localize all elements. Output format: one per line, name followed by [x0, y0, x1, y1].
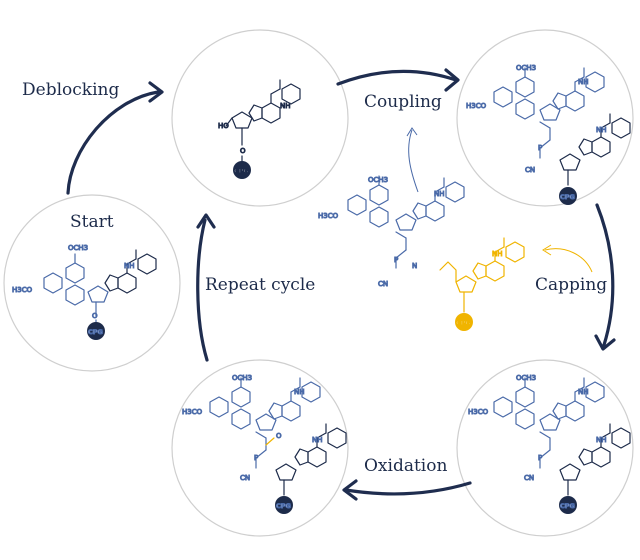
atom-och3: OCH3 [232, 374, 252, 382]
atom-p: P [538, 144, 542, 152]
molecule-coupled: OCH3 H3CO NH P CN NH CPG [466, 64, 631, 205]
deblocking-arrowhead [148, 81, 164, 103]
cpg-bead [559, 496, 577, 514]
molecule-start: OCH3 H3CO NH O CPG [12, 244, 157, 340]
molecule-capped-failure: NH CPG [439, 237, 525, 331]
atom-o: O [240, 147, 246, 155]
cpg-label: CPG [560, 502, 575, 510]
atom-nh: NH [280, 102, 291, 110]
circle-coupled [456, 29, 634, 207]
atom-nh: NH [434, 190, 445, 198]
atom-h3co: H3CO [318, 212, 339, 220]
coupling-arrowhead [444, 68, 460, 92]
molecule-deblocked: HO O NH CPG [218, 79, 301, 179]
cpg-bead [275, 496, 293, 514]
cpg-bead-capped [455, 313, 473, 331]
atom-och3: OCH3 [68, 244, 88, 252]
label-oxidation: Oxidation [364, 456, 448, 476]
amidite-arrowhead [406, 127, 418, 137]
cpg-bead [233, 161, 251, 179]
atom-p: P [394, 256, 398, 264]
atom-h3co: H3CO [468, 408, 489, 416]
cpg-label: CPG [234, 167, 249, 175]
repeat-cycle-arrow [196, 218, 209, 362]
molecule-oxidized: OCH3 H3CO NH O P CN NH CPG [182, 374, 347, 514]
capping-reagent-arrow [544, 248, 593, 273]
cpg-label: CPG [276, 502, 291, 510]
atom-ho: HO [218, 122, 229, 130]
coupling-arrow [336, 69, 458, 86]
deblocking-arrow [66, 90, 160, 195]
atom-nh: NH [294, 388, 305, 396]
atom-o: O [92, 312, 98, 320]
atom-nh: NH [312, 436, 323, 444]
capping-arrow [595, 203, 615, 347]
circle-capped [456, 359, 634, 537]
cpg-bead [87, 322, 105, 340]
molecule-phosphoramidite: OCH3 H3CO NH P N CN [318, 175, 465, 289]
atom-cn: CN [525, 166, 535, 174]
atom-cn: CN [378, 280, 388, 288]
capping-arrowhead [594, 334, 616, 351]
oxidation-arrow [344, 481, 472, 496]
amidite-arrow [408, 129, 419, 193]
circle-start [3, 194, 181, 372]
atom-cn: CN [524, 474, 534, 482]
label-coupling: Coupling [364, 92, 442, 112]
molecule-capped: OCH3 H3CO NH P CN NH CPG [468, 374, 631, 514]
atom-h3co: H3CO [182, 408, 203, 416]
atom-och3: OCH3 [368, 176, 388, 184]
atom-nh: NH [578, 78, 589, 86]
atom-p: P [254, 454, 258, 462]
atom-och3: OCH3 [516, 64, 536, 72]
atom-nh: NH [492, 250, 503, 258]
atom-och3: OCH3 [516, 374, 536, 382]
label-capping: Capping [535, 275, 608, 295]
atom-h3co: H3CO [12, 286, 33, 294]
label-start: Start [70, 212, 114, 232]
oxidation-arrowhead [342, 479, 358, 501]
capping-reagent-arrowhead [542, 244, 552, 256]
circle-deblocked [171, 29, 349, 207]
cpg-bead [559, 187, 577, 205]
label-repeat-cycle: Repeat cycle [205, 275, 316, 295]
atom-nh: NH [578, 388, 589, 396]
circle-oxidized [171, 359, 349, 537]
cpg-label: CPG [88, 328, 103, 336]
cpg-label: CPG [560, 193, 575, 201]
label-deblocking: Deblocking [22, 80, 120, 100]
atom-nh: NH [596, 436, 607, 444]
atom-o-oxidized: O [276, 432, 282, 440]
atom-nh: NH [596, 126, 607, 134]
atom-n: N [412, 262, 417, 270]
repeat-cycle-arrowhead [196, 213, 216, 229]
atom-cn: CN [240, 474, 250, 482]
atom-h3co: H3CO [466, 102, 487, 110]
atom-p: P [538, 454, 542, 462]
cpg-label: CPG [456, 319, 471, 327]
atom-nh: NH [124, 262, 135, 270]
